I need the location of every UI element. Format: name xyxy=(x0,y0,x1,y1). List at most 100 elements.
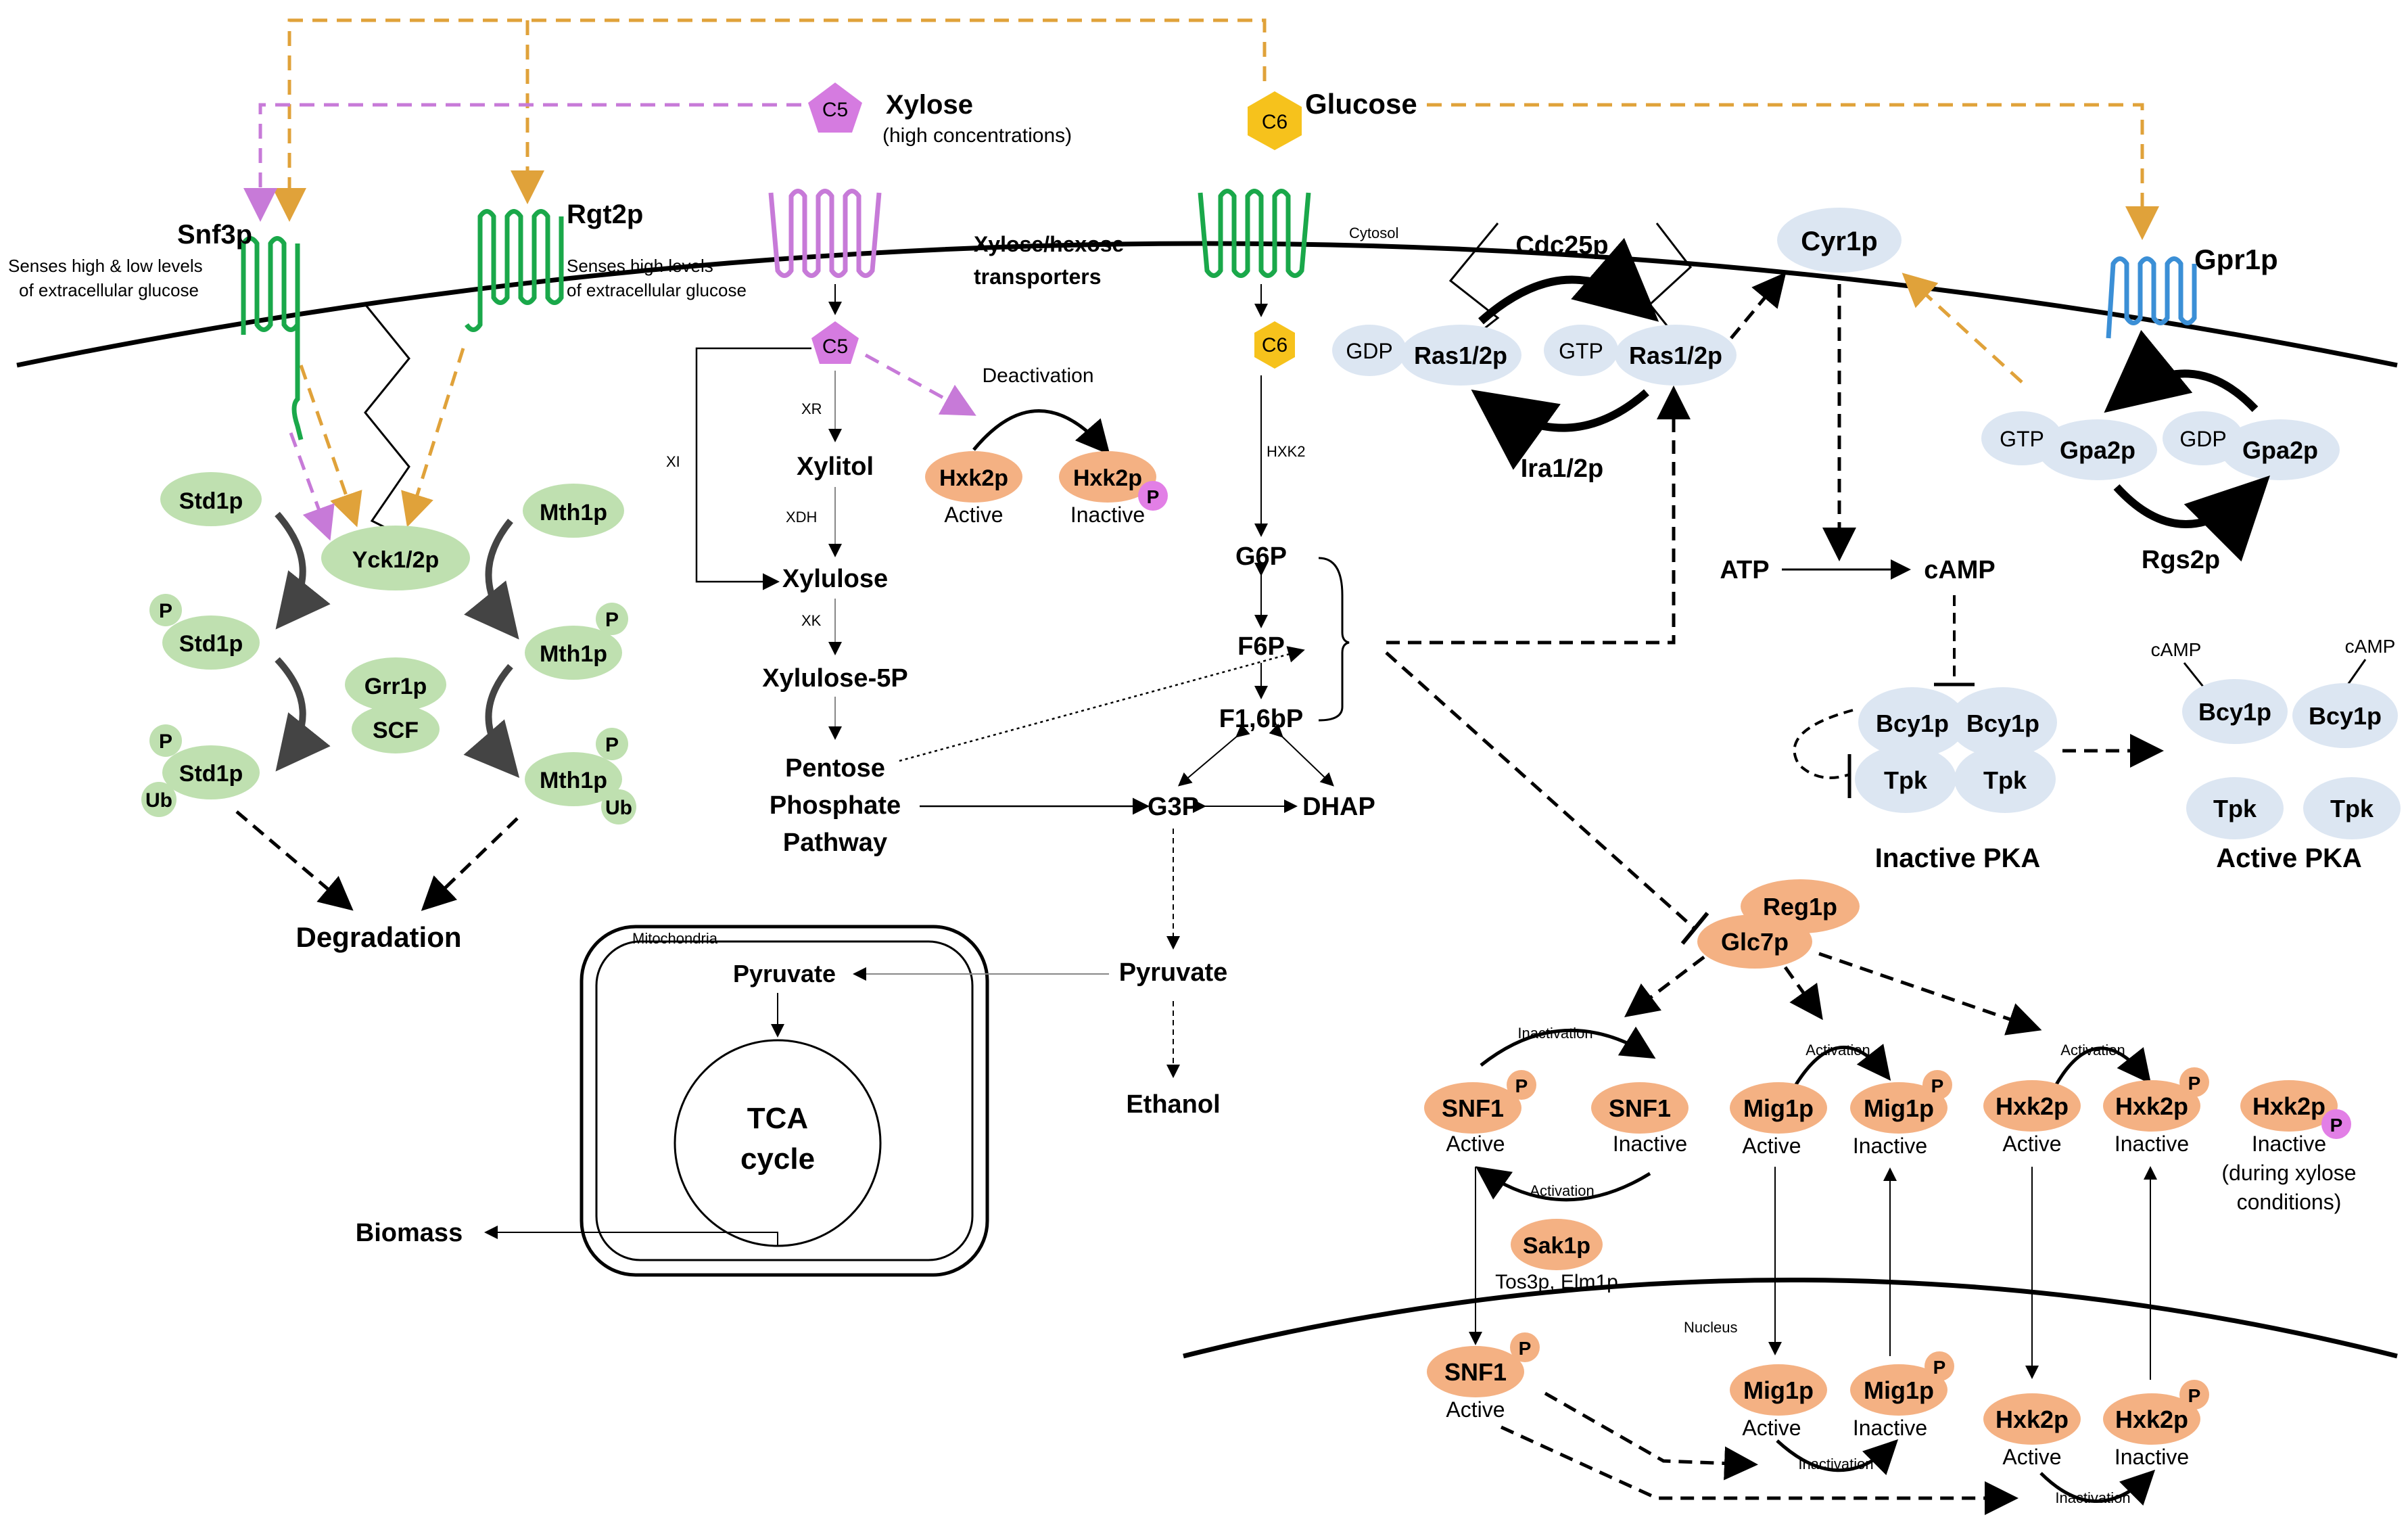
tpk-inactive-label-2: Tpk xyxy=(1983,766,2027,794)
ras12p-inactive-node xyxy=(1400,325,1521,386)
gpr1p-receptor xyxy=(2106,256,2197,339)
glucose-label: Glucose xyxy=(1305,88,1417,120)
xylitol-label: Xylitol xyxy=(797,452,874,481)
xi-arrow xyxy=(695,347,811,590)
sugar-phosphate-bracket xyxy=(1318,557,1350,722)
glucose-molecule: C6 xyxy=(1248,91,1302,150)
mig1p-p-label-1: P xyxy=(1931,1075,1944,1096)
p-label-m2: P xyxy=(605,609,619,631)
tpk-active-1 xyxy=(2186,777,2284,839)
ppp-label-3: Pathway xyxy=(783,829,887,857)
grr1p-node xyxy=(345,657,446,712)
snf1-nuclear-label: SNF1 xyxy=(1444,1358,1507,1386)
degradation-curved-arrows xyxy=(275,511,520,778)
xyl-active-label: Active xyxy=(944,503,1003,527)
snf1-inactivation-arrow xyxy=(1480,1026,1656,1067)
mth1p-node-3 xyxy=(525,752,622,806)
rgt2p-label: Rgt2p xyxy=(567,200,643,229)
snf1-inactive-label: SNF1 xyxy=(1609,1094,1671,1122)
xylose-note: (high concentrations) xyxy=(882,124,1072,147)
snf1-active-label: SNF1 xyxy=(1442,1094,1504,1122)
mth1p-phospho-2 xyxy=(596,728,628,760)
glc7p-dashed-arrows xyxy=(1624,952,2042,1036)
pyruvate-label: Pyruvate xyxy=(1119,958,1228,987)
std1p-node-3 xyxy=(162,745,260,799)
sak1p-node xyxy=(1511,1219,1603,1270)
yck-membrane-anchor xyxy=(364,304,410,536)
sugar-phosphate-to-ras-arrow xyxy=(1386,386,1691,645)
yck12p-node xyxy=(321,526,470,590)
cyr1p-label: Cyr1p xyxy=(1801,227,1877,256)
dhap-label: DHAP xyxy=(1302,793,1375,821)
hxk2p-inactive-label: Hxk2p xyxy=(2115,1092,2188,1120)
xyl-hxk2p-inactive xyxy=(1059,451,1156,503)
hxk2p-inactive-node xyxy=(2103,1080,2200,1132)
transporters-label-1: Xylose/hexose xyxy=(974,232,1124,256)
bcy1p-inactive-label-2: Bcy1p xyxy=(1966,710,2039,737)
glucose-to-glc7p-inhibition xyxy=(1385,651,1695,929)
snf1-nuclear-node xyxy=(1427,1346,1524,1397)
hxk2p-xylose-phospho xyxy=(2321,1109,2351,1139)
xylose-molecule: C5 xyxy=(808,83,862,133)
hxk2p-xylose-label: Hxk2p xyxy=(2252,1092,2326,1120)
nuclear-membrane xyxy=(1183,1278,2398,1359)
snf3p-label: Snf3p xyxy=(177,220,252,250)
mth1p-node-1 xyxy=(523,484,624,538)
intracellular-glucose xyxy=(1254,321,1295,369)
c6-label: C6 xyxy=(1262,111,1288,133)
atp-label: ATP xyxy=(1720,556,1769,584)
xyl-hxk2p-inactive-label: Hxk2p xyxy=(1073,465,1142,491)
f6p-label: F6P xyxy=(1237,632,1285,661)
g6p-label: G6P xyxy=(1235,542,1287,571)
xk-label: XK xyxy=(801,612,822,629)
deactivation-arrow xyxy=(972,409,1110,455)
mth1p-label-3: Mth1p xyxy=(540,768,607,793)
mig1p-nuclear-inactivation-label: Inactivation xyxy=(1798,1456,1873,1472)
mth1p-node-2 xyxy=(525,626,622,680)
std1p-label-2: Std1p xyxy=(179,631,243,657)
mig1p-nuclear-inactive-label: Mig1p xyxy=(1864,1376,1934,1404)
mig1p-nuclear-active-state: Active xyxy=(1742,1416,1801,1440)
snf3p-note-2: of extracellular glucose xyxy=(19,280,199,300)
snf3p-receptor xyxy=(241,236,304,440)
mitochondria-label: Mitochondria xyxy=(632,930,718,947)
hxk2p-nuclear-inactive-state: Inactive xyxy=(2115,1445,2189,1469)
intracellular-xylose xyxy=(811,321,859,364)
hxk2p-nuclear-active-node xyxy=(1983,1393,2081,1445)
mitochondria-outer xyxy=(580,925,989,1277)
snf3p-note-1: Senses high & low levels xyxy=(8,256,203,276)
mig1p-nuclear-phospho xyxy=(1925,1351,1954,1381)
ras12p-active-node xyxy=(1615,325,1737,386)
c5-inner-label: C5 xyxy=(822,335,848,358)
tos3p-label: Tos3p, Elm1p xyxy=(1495,1271,1618,1293)
hxk2p-inactive-phospho xyxy=(2179,1067,2209,1097)
snf1-p-label-1: P xyxy=(1515,1075,1528,1096)
mig1p-nuclear-inactivation-arrow xyxy=(1776,1439,1899,1475)
std1p-node-2 xyxy=(162,615,260,670)
mig1p-inactive-phospho xyxy=(1922,1070,1952,1100)
camp-bound-label-2: cAMP xyxy=(2345,636,2396,657)
glucose-signal-arrows xyxy=(243,18,2159,541)
ub-label-s: Ub xyxy=(145,789,172,812)
hxk2p-nuclear-inactive-label: Hxk2p xyxy=(2115,1405,2188,1433)
ras-gdp-node xyxy=(1332,325,1407,376)
hxk2p-inactive-state: Inactive xyxy=(2115,1132,2189,1156)
hxk2p-xylose-note-2: conditions) xyxy=(2237,1190,2342,1214)
c6-inner-label: C6 xyxy=(1262,334,1288,356)
yck12p-label: Yck1/2p xyxy=(352,547,440,573)
bcy1p-inactive-2 xyxy=(1949,687,2057,758)
rgs2p-label: Rgs2p xyxy=(2142,546,2220,574)
bcy1p-active-1 xyxy=(2182,679,2288,744)
snf1-active-phospho xyxy=(1507,1070,1536,1100)
mig1p-p-label-2: P xyxy=(1933,1357,1946,1378)
cdc25p-arrow xyxy=(1478,237,1659,325)
grr1p-label: Grr1p xyxy=(364,674,427,699)
gpa2p-gtp-label: GTP xyxy=(2000,427,2044,451)
gpa2p-inactive-node xyxy=(2221,419,2340,480)
glc7p-label: Glc7p xyxy=(1721,928,1789,956)
snf1-nuclear-dashed-arrows xyxy=(1500,1391,2019,1515)
bcy1p-inactive-1 xyxy=(1858,687,1966,758)
mth1p-ubiquitin xyxy=(601,789,636,824)
mth1p-phospho-1 xyxy=(596,603,628,635)
nucleus-label: Nucleus xyxy=(1684,1319,1737,1336)
